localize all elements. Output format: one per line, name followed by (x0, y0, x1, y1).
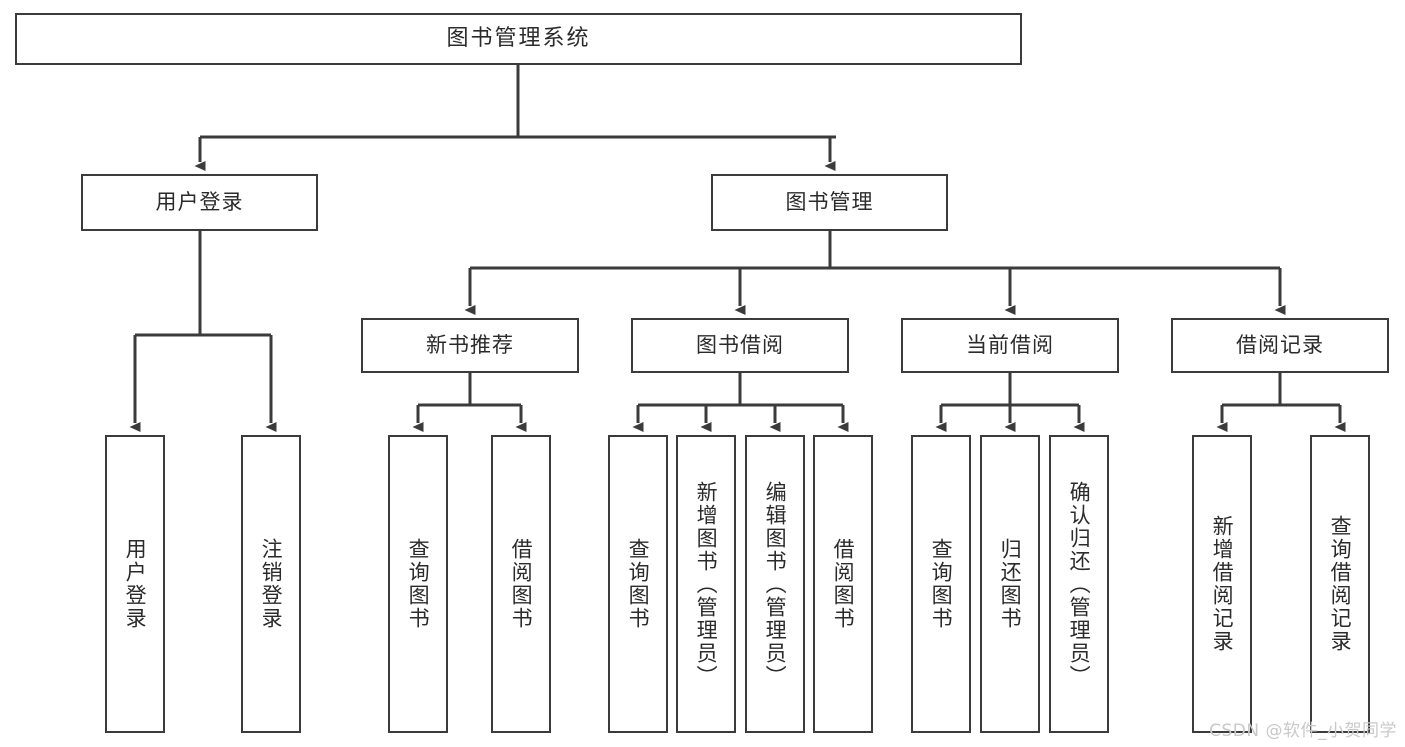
node-book-manage[interactable]: 图书管理 (711, 174, 948, 231)
leaf-query-book-3[interactable]: 查询图书 (911, 435, 971, 733)
leaf-logout-label: 注销登录 (259, 538, 284, 630)
node-user-login-label: 用户登录 (155, 189, 244, 214)
node-borrow-record-label: 借阅记录 (1236, 332, 1324, 357)
leaf-query-record-label: 查询借阅记录 (1328, 515, 1353, 653)
node-user-login[interactable]: 用户登录 (81, 174, 318, 231)
leaf-add-book-label: 新增图书（管理员） (694, 480, 719, 688)
leaf-query-record[interactable]: 查询借阅记录 (1310, 435, 1370, 733)
leaf-add-record-label: 新增借阅记录 (1210, 515, 1235, 653)
leaf-edit-book-label: 编辑图书（管理员） (763, 480, 788, 688)
node-current-borrow-label: 当前借阅 (966, 332, 1054, 357)
leaf-borrow-book-1-label: 借阅图书 (509, 538, 534, 630)
node-new-book-recommend-label: 新书推荐 (426, 332, 514, 357)
leaf-add-record[interactable]: 新增借阅记录 (1192, 435, 1252, 733)
leaf-borrow-book-1[interactable]: 借阅图书 (491, 435, 551, 733)
node-new-book-recommend[interactable]: 新书推荐 (361, 318, 579, 373)
leaf-query-book-3-label: 查询图书 (929, 538, 954, 630)
node-book-borrow[interactable]: 图书借阅 (631, 318, 849, 373)
leaf-logout[interactable]: 注销登录 (241, 435, 301, 733)
leaf-query-book-2[interactable]: 查询图书 (608, 435, 668, 733)
leaf-edit-book[interactable]: 编辑图书（管理员） (745, 435, 805, 733)
leaf-add-book[interactable]: 新增图书（管理员） (676, 435, 736, 733)
watermark-text: CSDN @软件_小贺同学 (1209, 721, 1397, 741)
leaf-borrow-book-2-label: 借阅图书 (831, 538, 856, 630)
node-current-borrow[interactable]: 当前借阅 (901, 318, 1119, 373)
leaf-user-login[interactable]: 用户登录 (105, 435, 165, 733)
node-root-system-label: 图书管理系统 (446, 25, 591, 51)
node-book-manage-label: 图书管理 (785, 189, 874, 214)
node-root-system[interactable]: 图书管理系统 (15, 13, 1022, 65)
leaf-borrow-book-2[interactable]: 借阅图书 (813, 435, 873, 733)
node-borrow-record[interactable]: 借阅记录 (1171, 318, 1389, 373)
leaf-confirm-return-label: 确认归还（管理员） (1067, 480, 1092, 688)
leaf-query-book-1-label: 查询图书 (406, 538, 431, 630)
node-book-borrow-label: 图书借阅 (696, 332, 784, 357)
leaf-return-book-label: 归还图书 (998, 538, 1023, 630)
leaf-confirm-return[interactable]: 确认归还（管理员） (1049, 435, 1109, 733)
leaf-user-login-label: 用户登录 (123, 538, 148, 630)
leaf-return-book[interactable]: 归还图书 (980, 435, 1040, 733)
leaf-query-book-2-label: 查询图书 (626, 538, 651, 630)
leaf-query-book-1[interactable]: 查询图书 (388, 435, 448, 733)
